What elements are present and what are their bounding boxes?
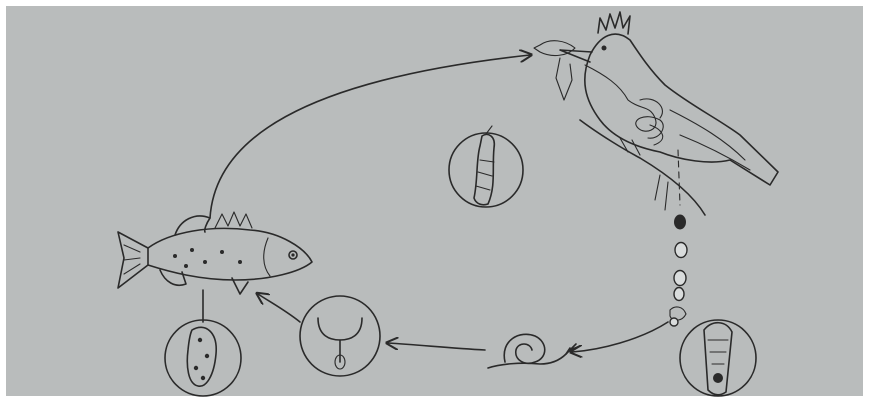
egg-2 [675,243,687,258]
metacercaria-spot [198,338,202,342]
fish-pupil [291,253,294,256]
metacercaria-spot [201,376,205,380]
background-panel [6,6,863,396]
metacercaria-spot [205,354,209,358]
fish-spot [203,260,207,264]
egg-3 [674,271,686,286]
bird-eye [602,46,607,51]
fish-spot [238,260,242,264]
fish-spot [220,250,224,254]
egg-4 [674,288,684,301]
fish-spot [190,248,194,252]
egg-1 [674,215,686,230]
egg-released-miracidium [670,318,678,326]
fish-spot [184,264,188,268]
metacercaria-spot [194,366,198,370]
fish-spot [173,254,177,258]
miracidium-germ-cell [713,373,723,383]
